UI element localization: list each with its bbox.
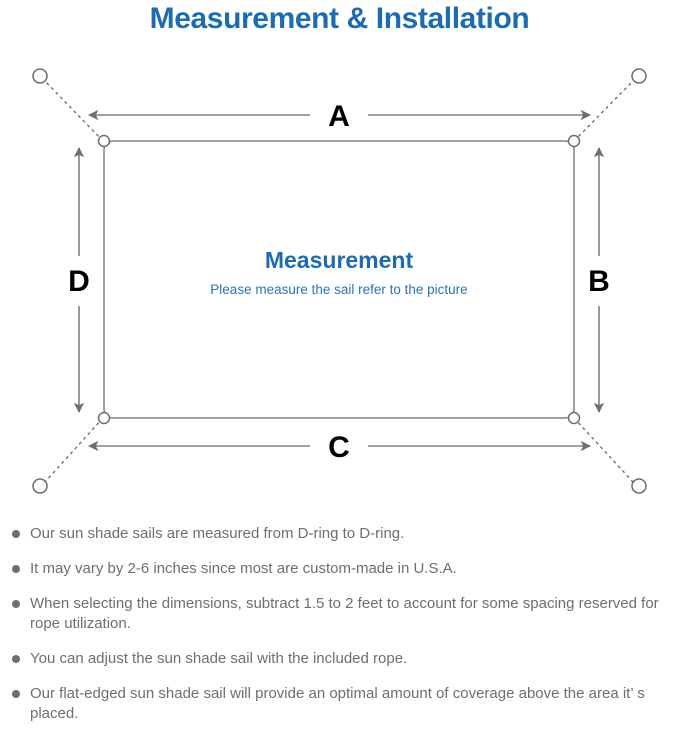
notes-list: Our sun shade sails are measured from D-… xyxy=(0,524,679,739)
anchor-point-bottom-left xyxy=(32,478,48,494)
list-item: Our sun shade sails are measured from D-… xyxy=(0,524,679,544)
list-item: When selecting the dimensions, subtract … xyxy=(0,594,679,634)
d-ring-top-right xyxy=(567,134,581,148)
dimension-label-d: D xyxy=(68,265,90,298)
note-text: You can adjust the sun shade sail with t… xyxy=(30,650,408,667)
rope-lines xyxy=(44,80,634,483)
note-text: Our sun shade sails are measured from D-… xyxy=(30,525,405,542)
note-text: When selecting the dimensions, subtract … xyxy=(30,595,659,632)
anchor-point-top-left xyxy=(32,68,48,84)
list-item: You can adjust the sun shade sail with t… xyxy=(0,649,679,669)
bullet-icon xyxy=(12,530,20,538)
note-text: Our flat-edged sun shade sail will provi… xyxy=(30,685,645,722)
page-title: Measurement & Installation xyxy=(149,2,530,35)
rope-line-bottom-left xyxy=(44,417,104,483)
bullet-icon xyxy=(12,565,20,573)
bullet-icon xyxy=(12,600,20,608)
diagram-center-subtitle: Please measure the sail refer to the pic… xyxy=(210,282,467,297)
d-ring-bottom-right xyxy=(567,411,581,425)
list-item: It may vary by 2-6 inches since most are… xyxy=(0,559,679,579)
measurement-diagram: A C D B Measurement Please measure the s… xyxy=(0,44,679,514)
shade-sail-rectangle xyxy=(103,140,575,419)
rope-line-top-left xyxy=(44,80,104,142)
d-ring-bottom-left xyxy=(97,411,111,425)
note-text: It may vary by 2-6 inches since most are… xyxy=(30,560,457,577)
anchor-point-top-right xyxy=(631,68,647,84)
measurement-diagram-svg: A C D B Measurement Please measure the s… xyxy=(32,68,647,494)
list-item: Our flat-edged sun shade sail will provi… xyxy=(0,684,679,724)
anchor-points xyxy=(32,68,647,494)
dimension-label-a: A xyxy=(328,100,350,133)
d-rings xyxy=(97,134,581,425)
rope-line-bottom-right xyxy=(573,417,634,483)
dimension-label-b: B xyxy=(588,265,610,298)
rope-line-top-right xyxy=(573,80,634,142)
dimension-label-c: C xyxy=(328,431,350,464)
diagram-center-title: Measurement xyxy=(265,247,414,273)
anchor-point-bottom-right xyxy=(631,478,647,494)
d-ring-top-left xyxy=(97,134,111,148)
bullet-icon xyxy=(12,655,20,663)
bullet-icon xyxy=(12,690,20,698)
